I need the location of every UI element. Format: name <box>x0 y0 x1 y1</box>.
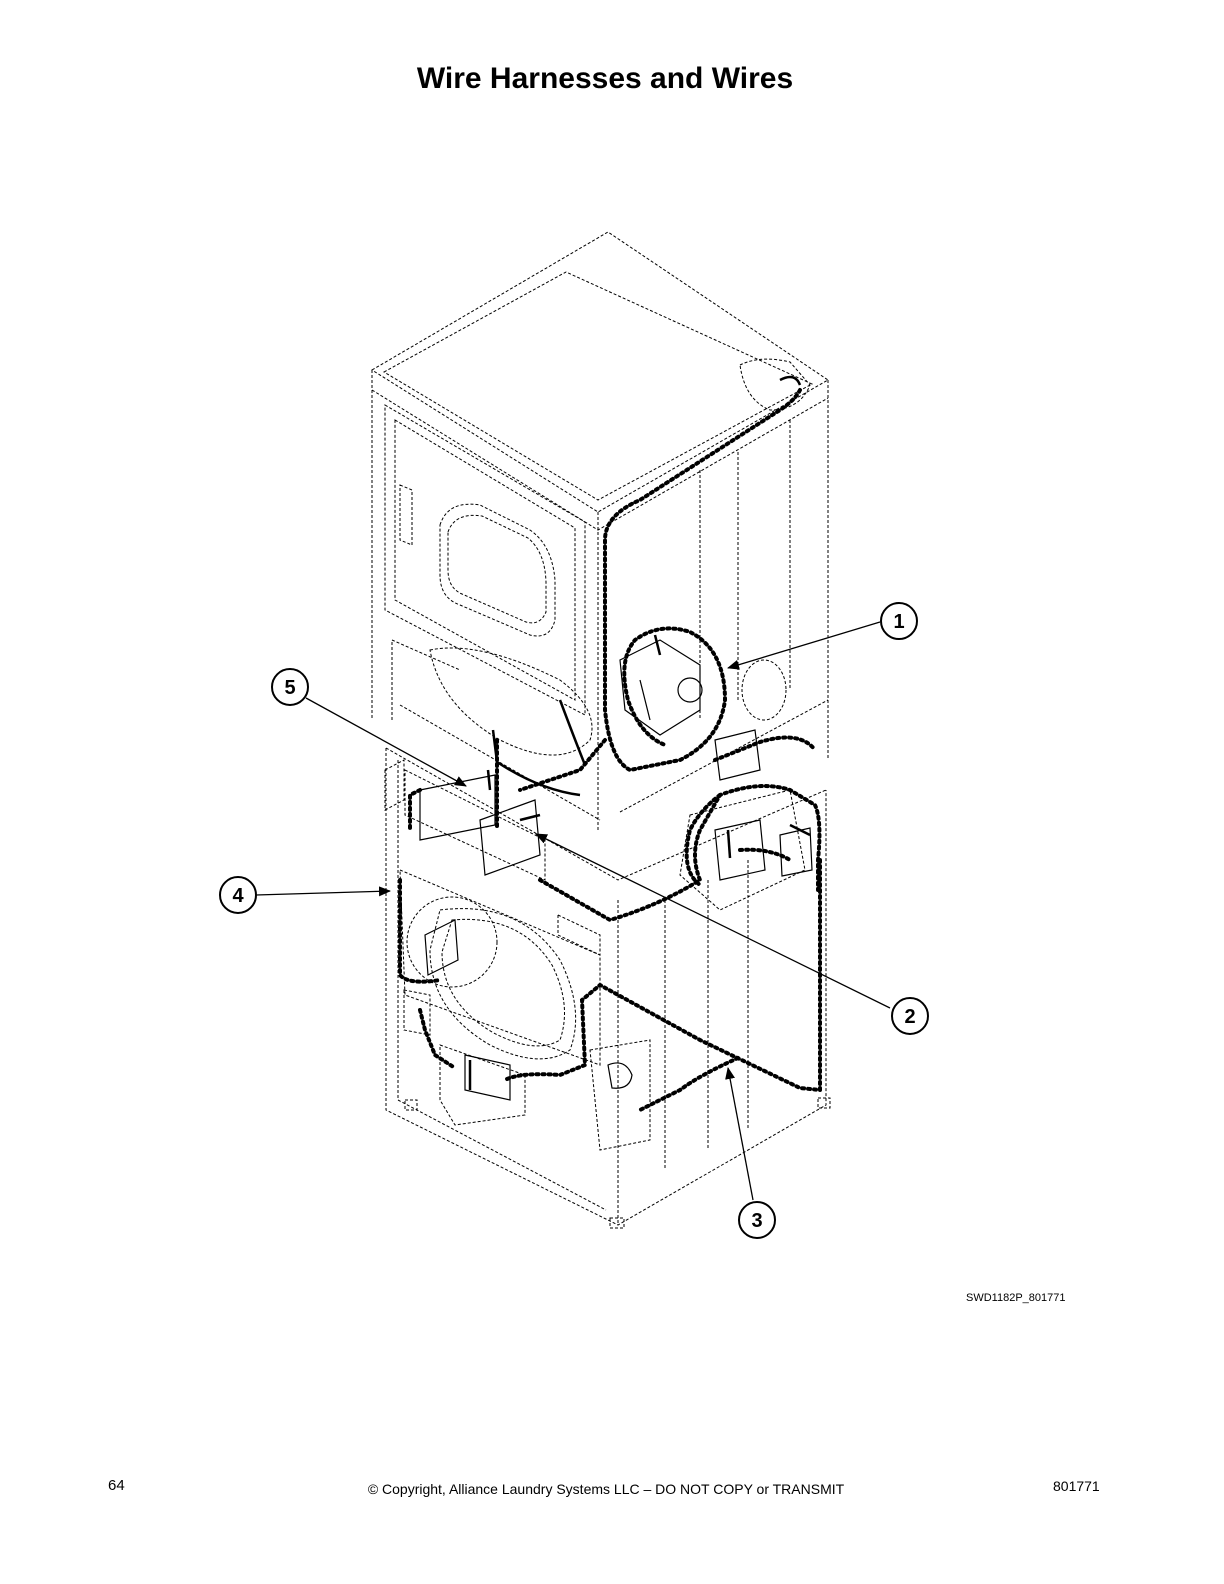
leader-line-3 <box>725 1067 754 1201</box>
callout-2: 2 <box>891 997 929 1035</box>
callout-5: 5 <box>271 668 309 706</box>
callout-3: 3 <box>738 1201 776 1239</box>
callout-4: 4 <box>219 876 257 914</box>
callout-2-label: 2 <box>904 1006 915 1028</box>
page-title: Wire Harnesses and Wires <box>416 62 794 95</box>
washer-cabinet-outline <box>384 747 831 1229</box>
drawing-code: SWD1182P_801771 <box>966 1292 1066 1304</box>
copyright-notice: © Copyright, Alliance Laundry Systems LL… <box>367 1481 845 1497</box>
callout-1: 1 <box>880 602 918 640</box>
callout-3-label: 3 <box>751 1210 762 1232</box>
page-number: 64 <box>108 1477 125 1494</box>
leader-line-2 <box>535 833 891 1009</box>
callout-5-label: 5 <box>284 677 295 699</box>
dryer-cabinet-outline <box>371 231 829 830</box>
leader-lines <box>255 621 891 1201</box>
components <box>419 639 813 1101</box>
callout-4-label: 4 <box>232 885 244 907</box>
leader-line-5 <box>305 697 467 787</box>
callout-1-label: 1 <box>893 611 904 633</box>
document-number: 801771 <box>1053 1478 1100 1494</box>
solid-wires <box>468 375 811 1090</box>
leader-line-1 <box>727 621 881 670</box>
leader-line-4 <box>255 886 391 897</box>
wire-harness-routes <box>398 388 822 1112</box>
